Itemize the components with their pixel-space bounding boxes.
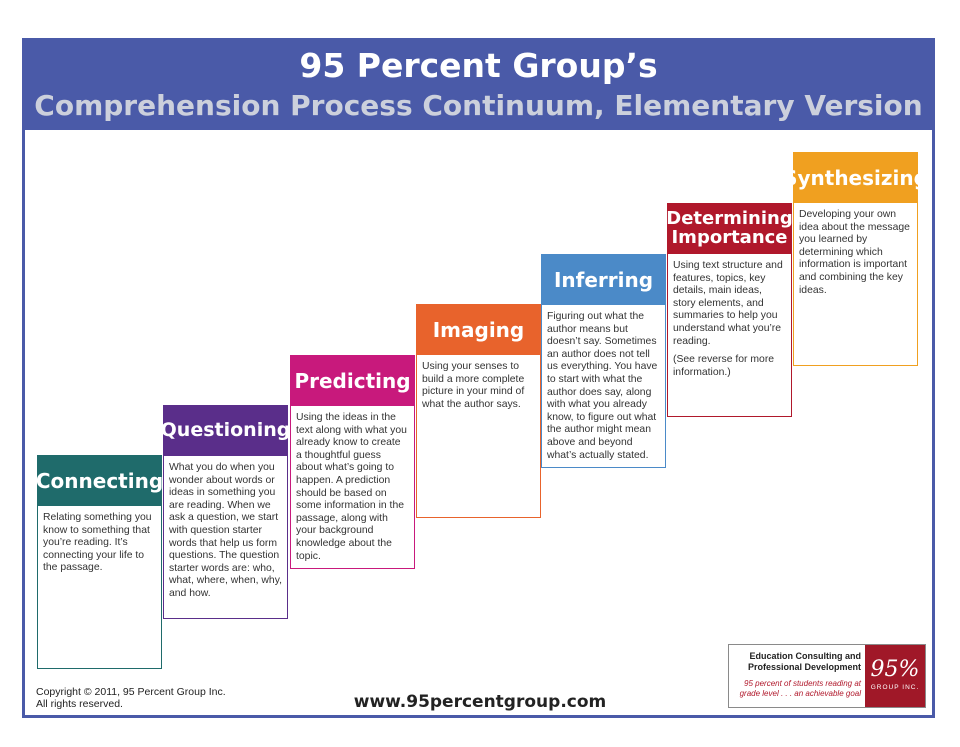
website-link[interactable]: www.95percentgroup.com [353,692,607,712]
step-title: Questioning [161,406,290,456]
step-description: Using text structure and features, topic… [673,260,783,347]
step-connecting: Connecting Relating something you know t… [36,455,163,669]
logo-tagline: 95 percent of students reading at grade … [739,679,861,698]
step-imaging: Imaging Using your senses to build a mor… [416,304,541,518]
company-logo-mark: 95% GROUP INC. [865,645,925,707]
company-logo-box: Education Consulting and Professional De… [728,644,926,708]
page-subtitle: Comprehension Process Continuum, Element… [34,89,923,122]
step-description: Figuring out what the author means but d… [547,311,658,461]
step-inferring: Inferring Figuring out what the author m… [541,254,666,468]
step-description: Developing your own idea about the messa… [799,209,910,296]
copyright-notice: Copyright © 2011, 95 Percent Group Inc. … [36,686,226,710]
step-title: Synthesizing [783,153,928,203]
step-title: Predicting [291,356,414,406]
logo-mark-text: 95% [870,657,920,682]
step-title: Inferring [542,255,665,305]
header-banner: 95 Percent Group’s Comprehension Process… [22,38,935,130]
page-title: 95 Percent Group’s [299,46,658,85]
step-description: What you do when you wonder about words … [169,462,283,599]
step-questioning: Questioning What you do when you wonder … [161,405,290,619]
step-determining-importance: Determining Importance Using text struct… [666,203,793,417]
step-predicting: Predicting Using the ideas in the text a… [290,355,415,569]
copyright-line: Copyright © 2011, 95 Percent Group Inc. [36,686,226,698]
step-title: Imaging [417,305,540,355]
step-title: Determining Importance [666,204,793,254]
logo-services-text: Education Consulting and Professional De… [747,651,861,672]
step-title: Connecting [36,456,163,506]
step-synthesizing: Synthesizing Developing your own idea ab… [783,152,928,366]
step-description: Using the ideas in the text along with w… [296,412,407,562]
rights-line: All rights reserved. [36,698,123,710]
logo-mark-subtext: GROUP INC. [870,684,920,691]
step-description: Relating something you know to something… [43,512,152,574]
step-description: Using your senses to build a more comple… [422,361,525,410]
step-note: (See reverse for more information.) [673,354,775,378]
